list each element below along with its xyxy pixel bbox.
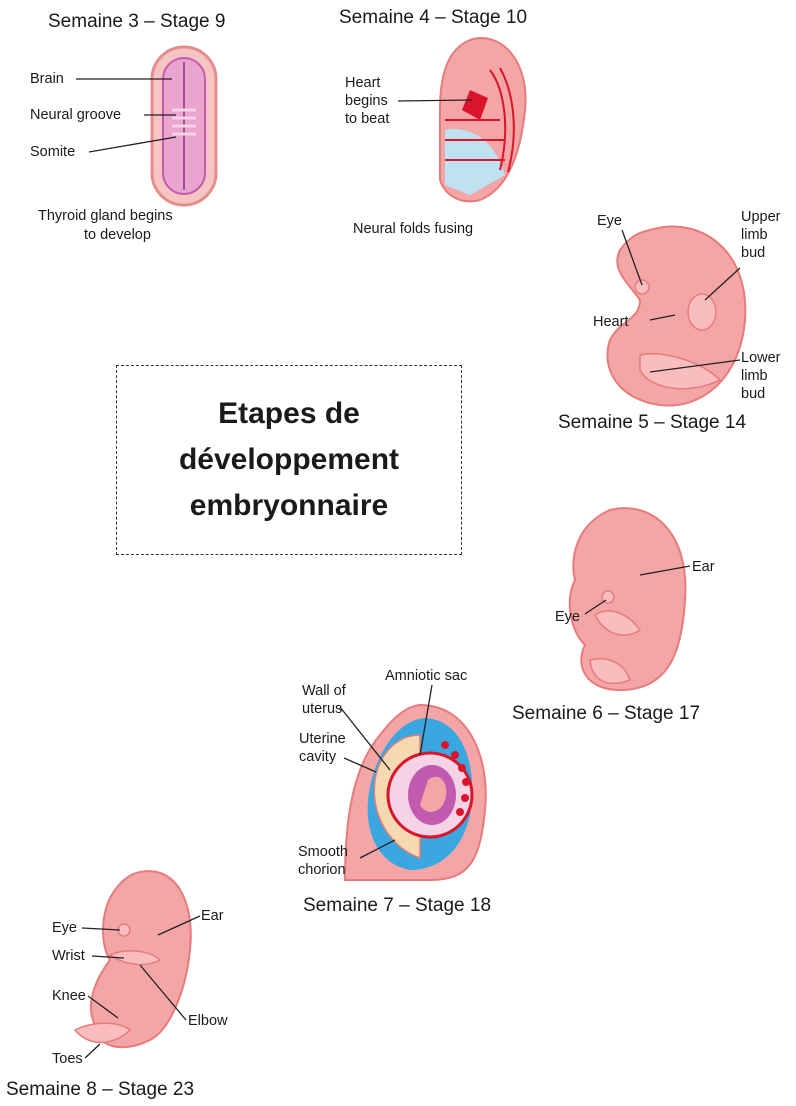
stage23-embryo bbox=[75, 871, 200, 1058]
stage17-embryo bbox=[570, 508, 690, 690]
label-uterus: uterus bbox=[302, 700, 342, 718]
stage10-caption: Semaine 4 – Stage 10 bbox=[339, 7, 527, 29]
label-lower: Lower bbox=[741, 349, 781, 367]
label-somite: Somite bbox=[30, 143, 75, 161]
stage9-embryo bbox=[76, 47, 216, 205]
note-thyroid-1: Thyroid gland begins bbox=[38, 207, 173, 225]
label-ear: Ear bbox=[201, 907, 224, 925]
note-neural-folds: Neural folds fusing bbox=[353, 220, 473, 238]
label-heart: Heart bbox=[345, 74, 380, 92]
label-eye: Eye bbox=[597, 212, 622, 230]
label-chorion: chorion bbox=[298, 861, 346, 879]
label-lower-limb: limb bbox=[741, 367, 768, 385]
title-line-3: embryonnaire bbox=[190, 483, 388, 529]
label-lower-bud: bud bbox=[741, 385, 765, 403]
label-elbow: Elbow bbox=[188, 1012, 228, 1030]
stage23-caption: Semaine 8 – Stage 23 bbox=[6, 1079, 194, 1101]
label-amniotic-sac: Amniotic sac bbox=[385, 667, 467, 685]
title-box: Etapes de développement embryonnaire bbox=[116, 365, 462, 555]
label-begins: begins bbox=[345, 92, 388, 110]
label-wrist: Wrist bbox=[52, 947, 85, 965]
label-upper: Upper bbox=[741, 208, 781, 226]
label-ear: Ear bbox=[692, 558, 715, 576]
label-wall-of: Wall of bbox=[302, 682, 346, 700]
stage14-caption: Semaine 5 – Stage 14 bbox=[558, 412, 746, 434]
note-thyroid-2: to develop bbox=[84, 226, 151, 244]
label-neural-groove: Neural groove bbox=[30, 106, 121, 124]
label-toes: Toes bbox=[52, 1050, 83, 1068]
label-eye: Eye bbox=[555, 608, 580, 626]
stage17-caption: Semaine 6 – Stage 17 bbox=[512, 703, 700, 725]
stage18-caption: Semaine 7 – Stage 18 bbox=[303, 895, 491, 917]
label-to-beat: to beat bbox=[345, 110, 389, 128]
stage10-embryo bbox=[398, 38, 526, 201]
label-brain: Brain bbox=[30, 70, 64, 88]
title-line-2: développement bbox=[179, 437, 399, 483]
label-eye: Eye bbox=[52, 919, 77, 937]
label-upper-bud: bud bbox=[741, 244, 765, 262]
stage9-caption: Semaine 3 – Stage 9 bbox=[48, 11, 225, 33]
label-upper-limb: limb bbox=[741, 226, 768, 244]
label-knee: Knee bbox=[52, 987, 86, 1005]
label-cavity: cavity bbox=[299, 748, 336, 766]
stage18-uterus bbox=[340, 685, 486, 880]
label-uterine: Uterine bbox=[299, 730, 346, 748]
label-smooth: Smooth bbox=[298, 843, 348, 861]
title-line-1: Etapes de bbox=[218, 391, 360, 437]
label-heart: Heart bbox=[593, 313, 628, 331]
